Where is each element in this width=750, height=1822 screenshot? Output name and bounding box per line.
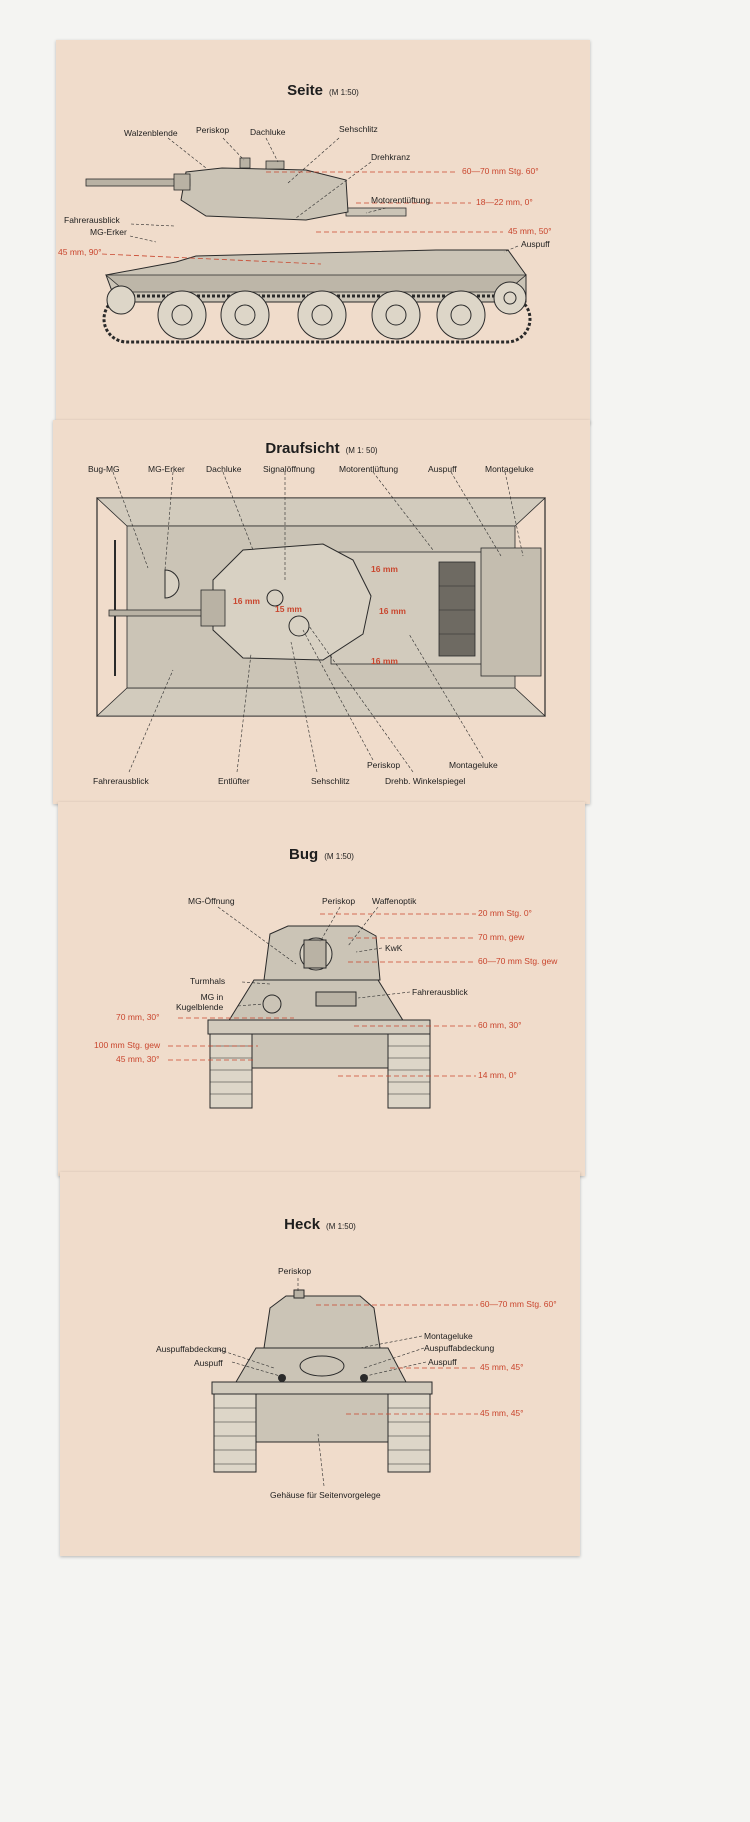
armor-glacis: 60 mm, 30° bbox=[478, 1020, 522, 1030]
label-montageluke-bottom: Montageluke bbox=[449, 760, 498, 770]
armor-deck-bottom: 16 mm bbox=[371, 656, 398, 666]
armor-upper-front: 70 mm, 30° bbox=[116, 1012, 160, 1022]
sheet-draufsicht: Draufsicht(M 1: 50) bbox=[53, 420, 590, 804]
label-drehkranz: Drehkranz bbox=[371, 152, 411, 162]
armor-turret-left: 16 mm bbox=[233, 596, 260, 606]
label-sehschlitz: Sehschlitz bbox=[311, 776, 350, 786]
draufsicht-scale: (M 1: 50) bbox=[345, 446, 378, 455]
label-sehschlitz: Sehschlitz bbox=[339, 124, 378, 134]
label-mg-erker: MG-Erker bbox=[90, 227, 127, 237]
label-mg-oeffnung: MG-Öffnung bbox=[188, 896, 235, 906]
armor-belly: 14 mm, 0° bbox=[478, 1070, 517, 1080]
rear-view-drawing bbox=[211, 1278, 478, 1487]
draufsicht-title: Draufsicht(M 1: 50) bbox=[265, 440, 378, 457]
label-kwk: KwK bbox=[385, 943, 403, 953]
label-periskop: Periskop bbox=[322, 896, 356, 906]
label-entluefter: Entlüfter bbox=[218, 776, 250, 786]
armor-lower-rear: 45 mm, 45° bbox=[480, 1408, 524, 1418]
seite-title: Seite(M 1:50) bbox=[287, 82, 359, 99]
label-gehaeuse-seitenvorgelege: Gehäuse für Seitenvorgelege bbox=[270, 1490, 381, 1500]
label-periskop: Periskop bbox=[278, 1266, 312, 1276]
sheet-bug: Bug(M 1:50) bbox=[58, 802, 585, 1176]
label-mg-erker: MG-Erker bbox=[148, 464, 185, 474]
label-montageluke-top: Montageluke bbox=[485, 464, 534, 474]
armor-turret-front: 60—70 mm Stg. 60° bbox=[462, 166, 539, 176]
label-fahrerausblick: Fahrerausblick bbox=[93, 776, 149, 786]
label-dachluke: Dachluke bbox=[206, 464, 242, 474]
label-auspuff-left: Auspuff bbox=[194, 1358, 223, 1368]
armor-upper-rear: 45 mm, 45° bbox=[480, 1362, 524, 1372]
label-motorentlueftung: Motorentlüftung bbox=[339, 464, 399, 474]
label-fahrerausblick: Fahrerausblick bbox=[412, 987, 468, 997]
seite-scale: (M 1:50) bbox=[329, 88, 359, 97]
label-drehb-winkelspiegel: Drehb. Winkelspiegel bbox=[385, 776, 466, 786]
label-turmhals: Turmhals bbox=[190, 976, 226, 986]
armor-turret-front: 60—70 mm Stg. gew bbox=[478, 956, 558, 966]
label-auspuffabdeckung-left: Auspuffabdeckung bbox=[156, 1344, 227, 1354]
bug-title: Bug(M 1:50) bbox=[289, 846, 354, 863]
label-bug-mg: Bug-MG bbox=[88, 464, 120, 474]
label-montageluke: Montageluke bbox=[424, 1331, 473, 1341]
armor-turret-roof: 15 mm bbox=[275, 604, 302, 614]
armor-hull-side: 45 mm, 50° bbox=[508, 226, 552, 236]
armor-turret-rear: 60—70 mm Stg. 60° bbox=[480, 1299, 557, 1309]
label-dachluke: Dachluke bbox=[250, 127, 286, 137]
label-periskop: Periskop bbox=[367, 760, 401, 770]
label-walzenblende: Walzenblende bbox=[124, 128, 178, 138]
label-mg-in: MG in bbox=[200, 992, 224, 1002]
label-fahrerausblick: Fahrerausblick bbox=[64, 215, 120, 225]
label-signaloeffnung: Signalöffnung bbox=[263, 464, 315, 474]
armor-deck-top: 16 mm bbox=[371, 564, 398, 574]
heck-scale: (M 1:50) bbox=[326, 1222, 356, 1231]
front-view-drawing bbox=[168, 906, 476, 1109]
armor-lower-side: 45 mm, 90° bbox=[58, 247, 102, 257]
side-view-drawing bbox=[85, 137, 532, 344]
bug-scale: (M 1:50) bbox=[324, 852, 354, 861]
label-periskop: Periskop bbox=[196, 125, 230, 135]
heck-title: Heck(M 1:50) bbox=[284, 1216, 356, 1233]
armor-turret-roof: 20 mm Stg. 0° bbox=[478, 908, 532, 918]
label-auspuffabdeckung-right: Auspuffabdeckung bbox=[424, 1343, 495, 1353]
label-waffenoptik: Waffenoptik bbox=[372, 896, 417, 906]
label-motorentlueftung: Motorentlüftung bbox=[371, 195, 431, 205]
top-view-drawing bbox=[95, 471, 547, 773]
sheet-heck: Heck(M 1:50) bbox=[60, 1172, 580, 1556]
label-auspuff-right: Auspuff bbox=[428, 1357, 457, 1367]
label-auspuff: Auspuff bbox=[428, 464, 457, 474]
sheet-seite: Seite(M 1:50) bbox=[56, 40, 590, 424]
armor-deck-mid: 16 mm bbox=[379, 606, 406, 616]
armor-deck: 18—22 mm, 0° bbox=[476, 197, 533, 207]
armor-side-front: 45 mm, 30° bbox=[116, 1054, 160, 1064]
label-kugelblende: Kugelblende bbox=[176, 1002, 224, 1012]
label-auspuff: Auspuff bbox=[521, 239, 550, 249]
armor-lower-front: 100 mm Stg. gew bbox=[94, 1040, 161, 1050]
armor-mantlet: 70 mm, gew bbox=[478, 932, 525, 942]
